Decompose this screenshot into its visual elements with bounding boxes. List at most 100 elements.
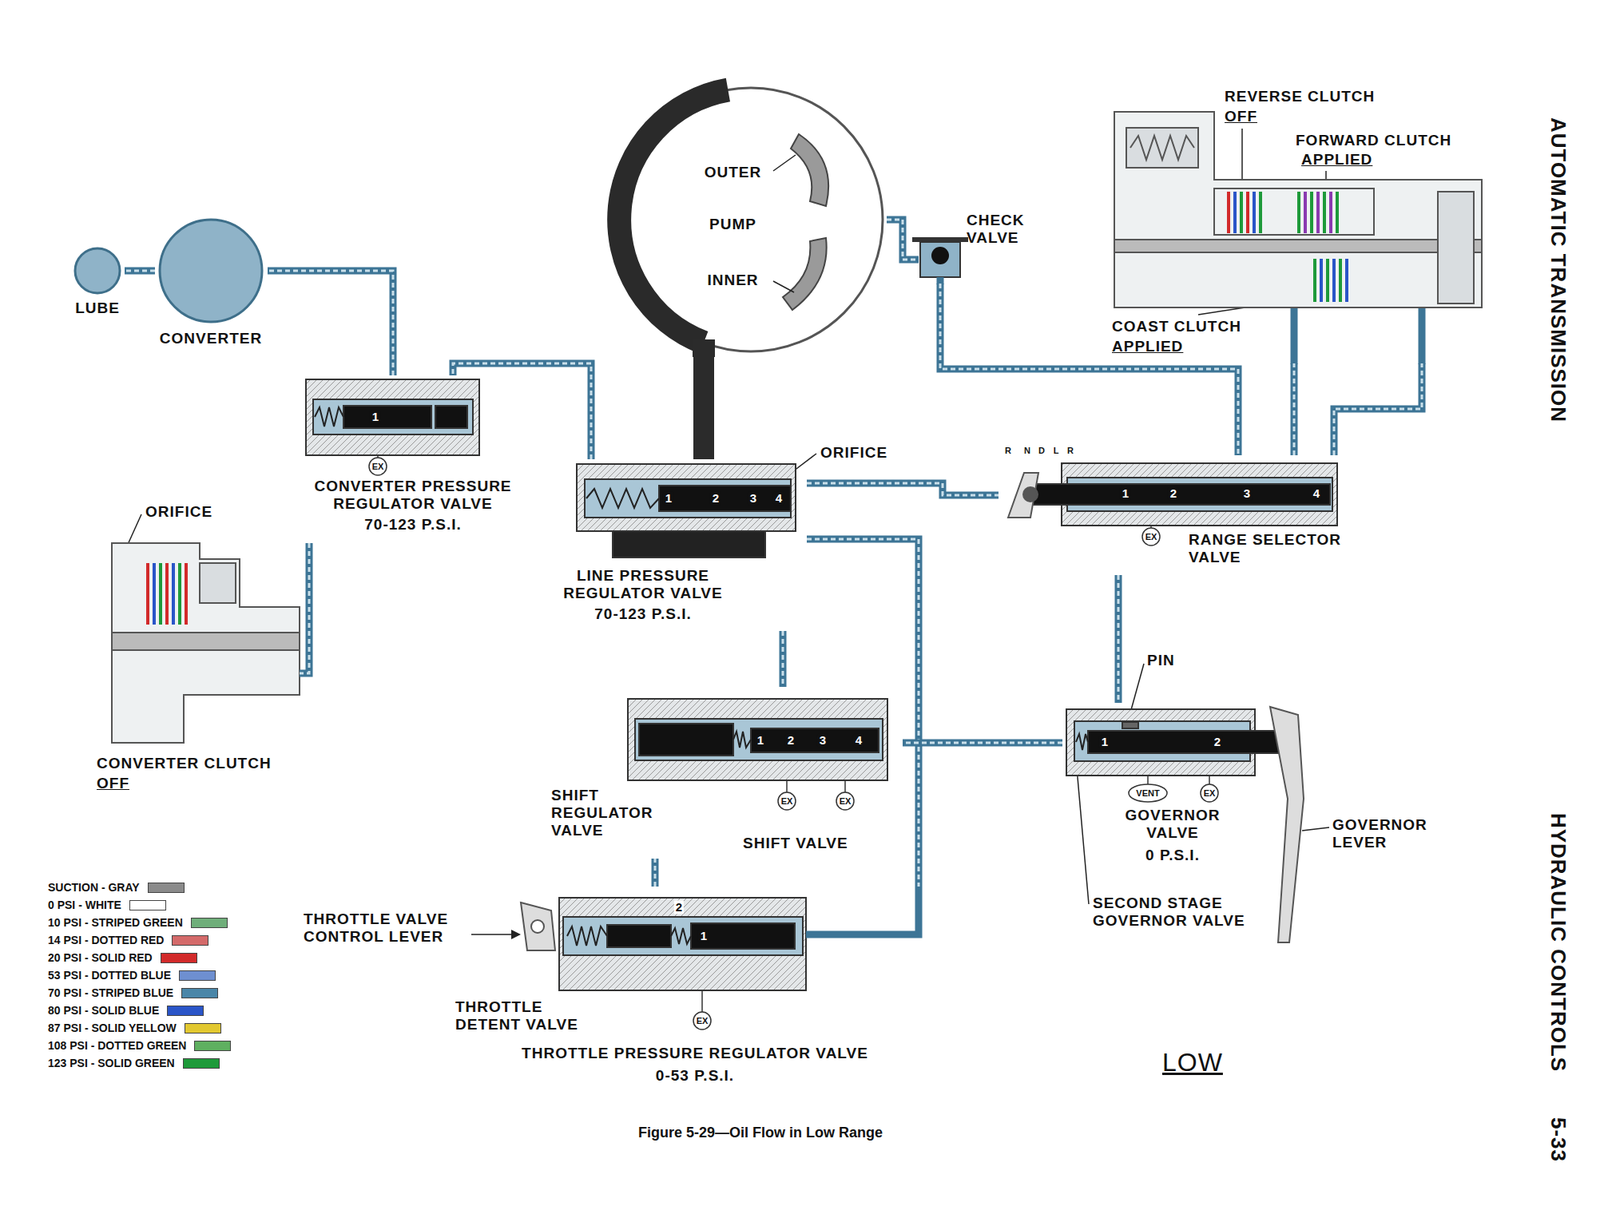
shift-valve: SHIFT REGULATOR VALVESHIFT VALVE (543, 686, 903, 859)
check-valve: CHECK VALVE (918, 211, 1047, 284)
legend-text: 123 PSI - SOLID GREEN (47, 1056, 175, 1070)
port-label: EX (372, 461, 385, 473)
oil-line-stripe (654, 858, 657, 887)
oil-line (806, 483, 999, 496)
valve-body (1087, 730, 1280, 754)
legend-swatch (184, 1023, 222, 1034)
part-label: ORIFICE (820, 444, 888, 462)
legend-row: 53 PSI - DOTTED BLUE (47, 966, 231, 985)
clutch-housing (1126, 127, 1199, 168)
oil-pipe (1418, 307, 1426, 365)
clutch-plate (1258, 191, 1263, 234)
pump-body (619, 87, 883, 352)
callout-number: 1 (663, 491, 675, 505)
callout-number: 4 (1310, 486, 1323, 501)
port-label: R (1067, 445, 1074, 457)
detent-lever (1023, 487, 1038, 502)
oil-line (806, 539, 919, 887)
exhaust-port (701, 990, 703, 1013)
callout-number: 2 (710, 491, 722, 505)
legend-swatch (190, 917, 228, 929)
callout-number: 1 (1099, 734, 1111, 749)
pump: OUTERPUMPINNER (615, 83, 887, 356)
clutch-plate (1329, 191, 1333, 234)
callout-number: 4 (773, 491, 785, 505)
valve-body (1122, 722, 1139, 729)
oil-line-stripe (267, 270, 394, 376)
oil-line (703, 355, 705, 460)
part-label: PIN (1147, 651, 1176, 670)
component-label: APPLIED (1301, 150, 1398, 169)
converter-circle: CONVERTER (154, 219, 268, 352)
valve-body (607, 925, 671, 948)
valve-body (563, 917, 803, 956)
detent-lever (1008, 472, 1039, 518)
converter-clutch-housing (199, 563, 236, 604)
legend-row: 80 PSI - SOLID BLUE (47, 1001, 231, 1020)
callout-number: 3 (747, 491, 759, 505)
component-label: RANGE SELECTOR VALVE (1188, 531, 1373, 567)
governor-valve: GOVERNOR VALVE0 P.S.I. (1062, 702, 1303, 875)
component-label: CONVERTER CLUTCH (96, 754, 297, 773)
clutch-housing (1114, 239, 1482, 253)
legend-row: 20 PSI - SOLID RED (47, 948, 231, 967)
component-label: COAST CLUTCH (1111, 317, 1288, 336)
leader-line (1302, 827, 1330, 831)
oil-line (452, 363, 592, 460)
legend-swatch (181, 988, 219, 999)
oil-line (124, 270, 155, 272)
callout-number: 2 (674, 900, 684, 914)
clutch-housing (1130, 135, 1195, 160)
clutch-pack: REVERSE CLUTCHOFFFORWARD CLUTCHAPPLIEDCO… (1102, 83, 1494, 364)
port-label: D (1038, 445, 1045, 457)
clutch-housing (1214, 188, 1374, 235)
component-label: SHIFT VALVE (742, 834, 903, 853)
legend: SUCTION - GRAY0 PSI - WHITE10 PSI - STRI… (47, 878, 231, 1072)
component-label: LUBE (73, 299, 122, 318)
oil-pipe (805, 886, 919, 935)
legend-text: 53 PSI - DOTTED BLUE (47, 968, 171, 982)
oil-line (806, 483, 999, 496)
oil-line (299, 543, 310, 674)
oil-line (779, 631, 787, 687)
clutch-plate (1252, 191, 1256, 234)
exhaust-port (693, 1012, 711, 1030)
valve-body (627, 698, 888, 781)
exhaust-port (1208, 775, 1211, 785)
legend-swatch (171, 935, 209, 946)
callout-number: 4 (853, 733, 865, 747)
oil-line-stripe (124, 269, 155, 273)
oil-line (693, 355, 715, 460)
converter-clutch-housing (111, 543, 300, 743)
component-label: 0-53 P.S.I. (487, 1067, 903, 1085)
check-valve-body (936, 277, 945, 285)
exhaust-port (1147, 775, 1149, 785)
component-label: 70-123 P.S.I. (543, 605, 743, 624)
pump-gear (790, 134, 829, 207)
component-label: PUMP (682, 215, 783, 234)
legend-text: 14 PSI - DOTTED RED (47, 933, 164, 947)
oil-line-stripe (806, 539, 919, 887)
valve-spring (567, 926, 608, 946)
valve-body (635, 718, 883, 761)
component-label: CHECK VALVE (966, 211, 1043, 247)
oil-line (267, 270, 394, 376)
port-label: L (1053, 445, 1060, 457)
part-label: GOVERNOR LEVER (1332, 816, 1453, 852)
figure-caption: Figure 5-29—Oil Flow in Low Range (638, 1124, 883, 1142)
oil-line (1115, 575, 1123, 703)
page-header: 5-33 (1545, 1117, 1570, 1163)
valve-body (1030, 484, 1331, 505)
valve-spring (733, 731, 751, 748)
leader-line (1076, 768, 1089, 905)
throttle-lever (520, 902, 556, 951)
legend-text: 10 PSI - STRIPED GREEN (47, 916, 183, 930)
clutch-plate (1297, 191, 1301, 234)
component-label: INNER (682, 271, 783, 290)
valve-body (690, 923, 795, 949)
part-label: THROTTLE VALVE CONTROL LEVER (303, 910, 449, 946)
oil-line (452, 363, 592, 460)
valve-body (659, 485, 791, 512)
clutch-plate (158, 563, 163, 625)
oil-line (124, 267, 155, 275)
